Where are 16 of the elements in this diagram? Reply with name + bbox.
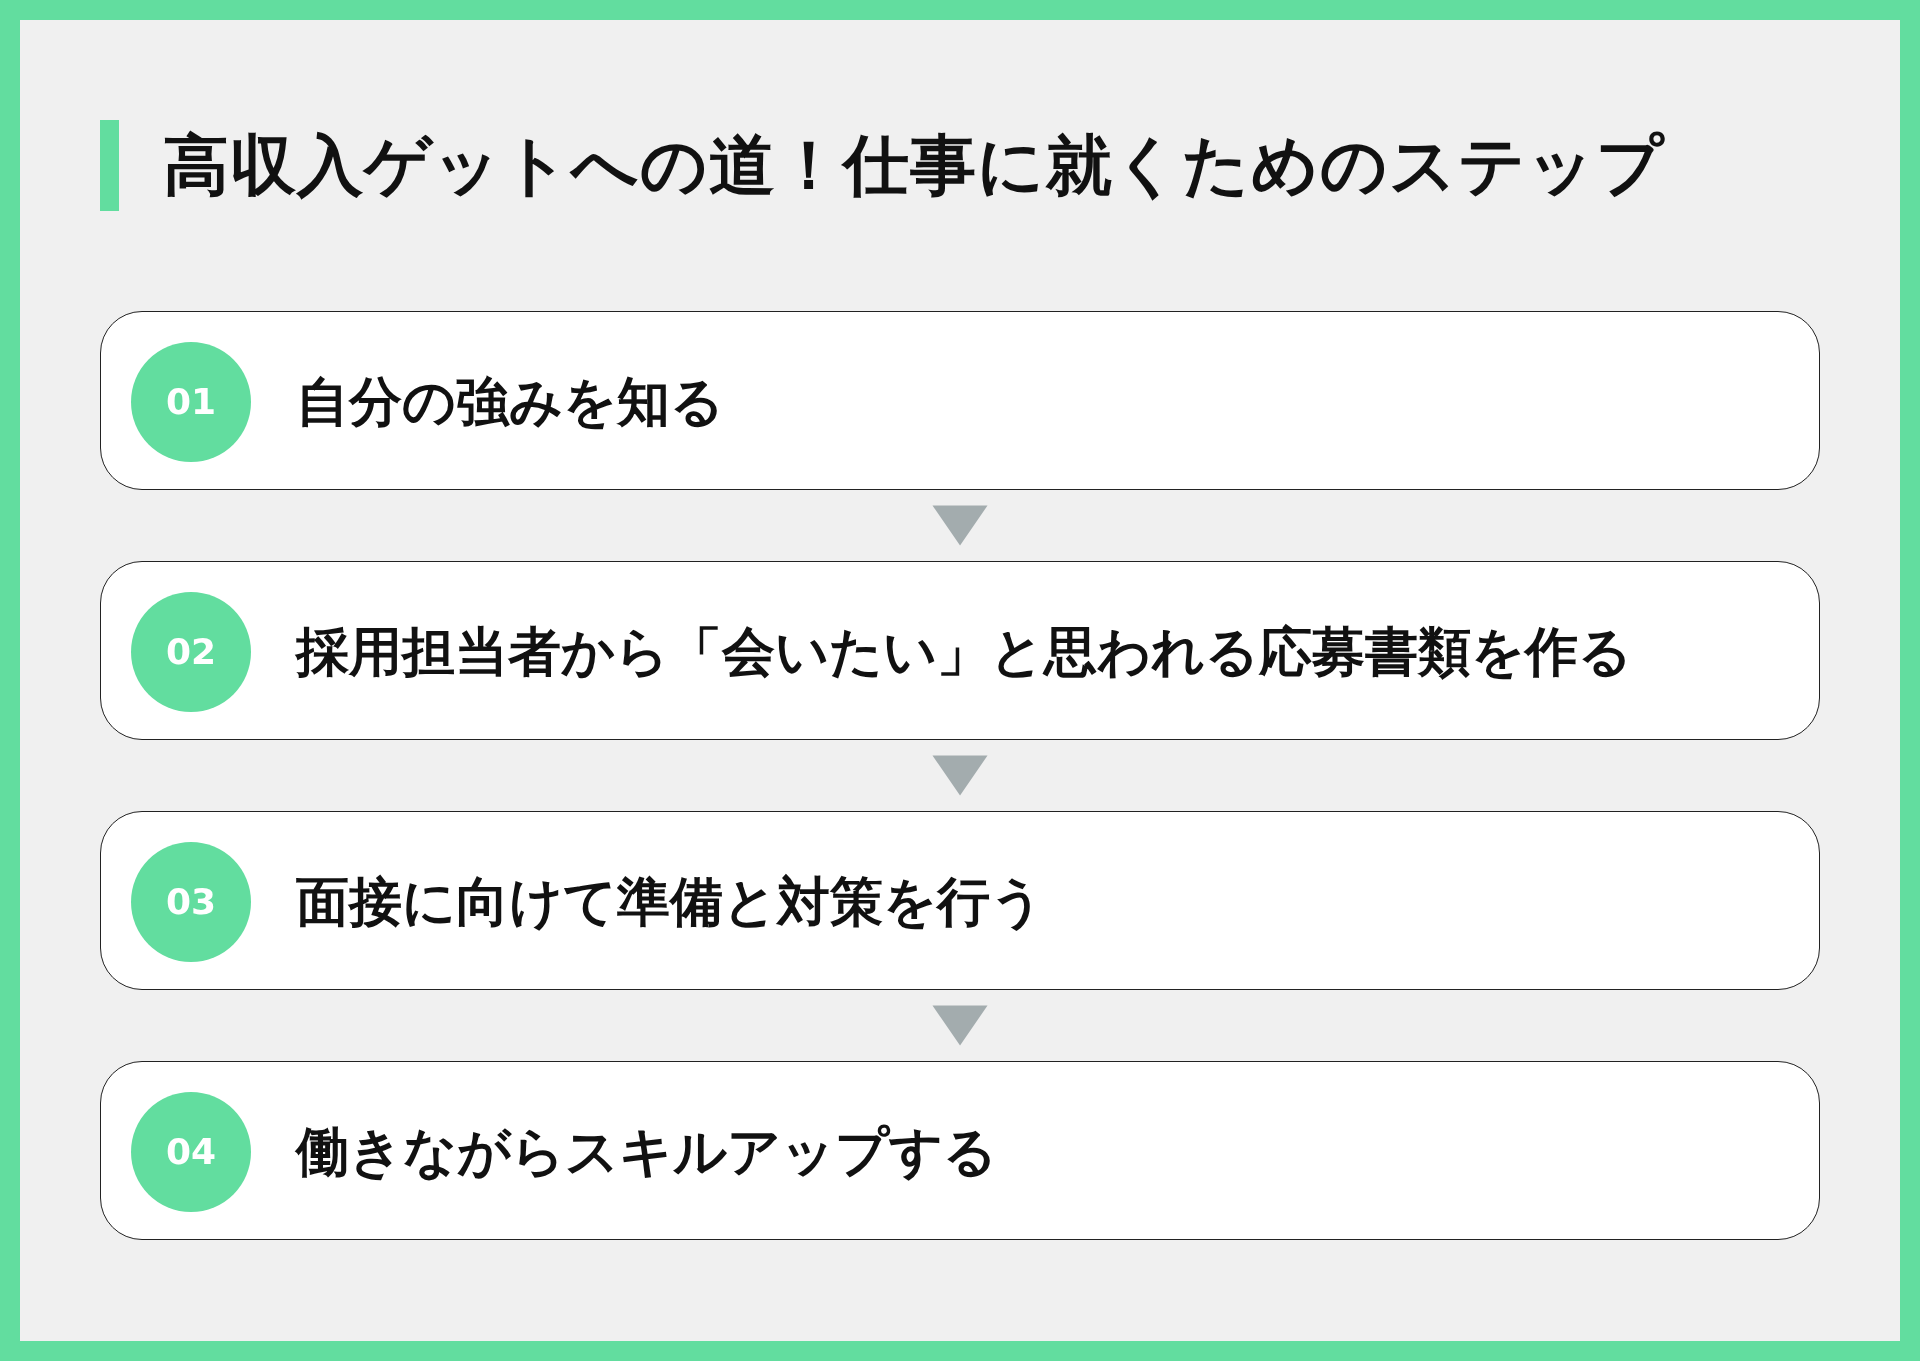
step-number-circle: 02 <box>131 592 251 712</box>
down-arrow <box>932 1005 988 1046</box>
step-text: 採用担当者から「会いたい」と思われる応募書類を作る <box>296 619 1632 684</box>
step-box <box>100 561 1820 740</box>
down-arrow <box>932 505 988 546</box>
step-box <box>100 311 1820 490</box>
step-number-circle: 01 <box>131 342 251 462</box>
step-text: 面接に向けて準備と対策を行う <box>296 869 1044 934</box>
step-text: 働きながらスキルアップする <box>296 1119 997 1184</box>
down-arrow <box>932 755 988 796</box>
step-text: 自分の強みを知る <box>296 369 724 434</box>
step-box <box>100 1061 1820 1240</box>
step-number-circle: 04 <box>131 1092 251 1212</box>
step-box <box>100 811 1820 990</box>
title: 高収入ゲットへの道！仕事に就くためのステップ <box>163 126 1665 206</box>
step-number-circle: 03 <box>131 842 251 962</box>
